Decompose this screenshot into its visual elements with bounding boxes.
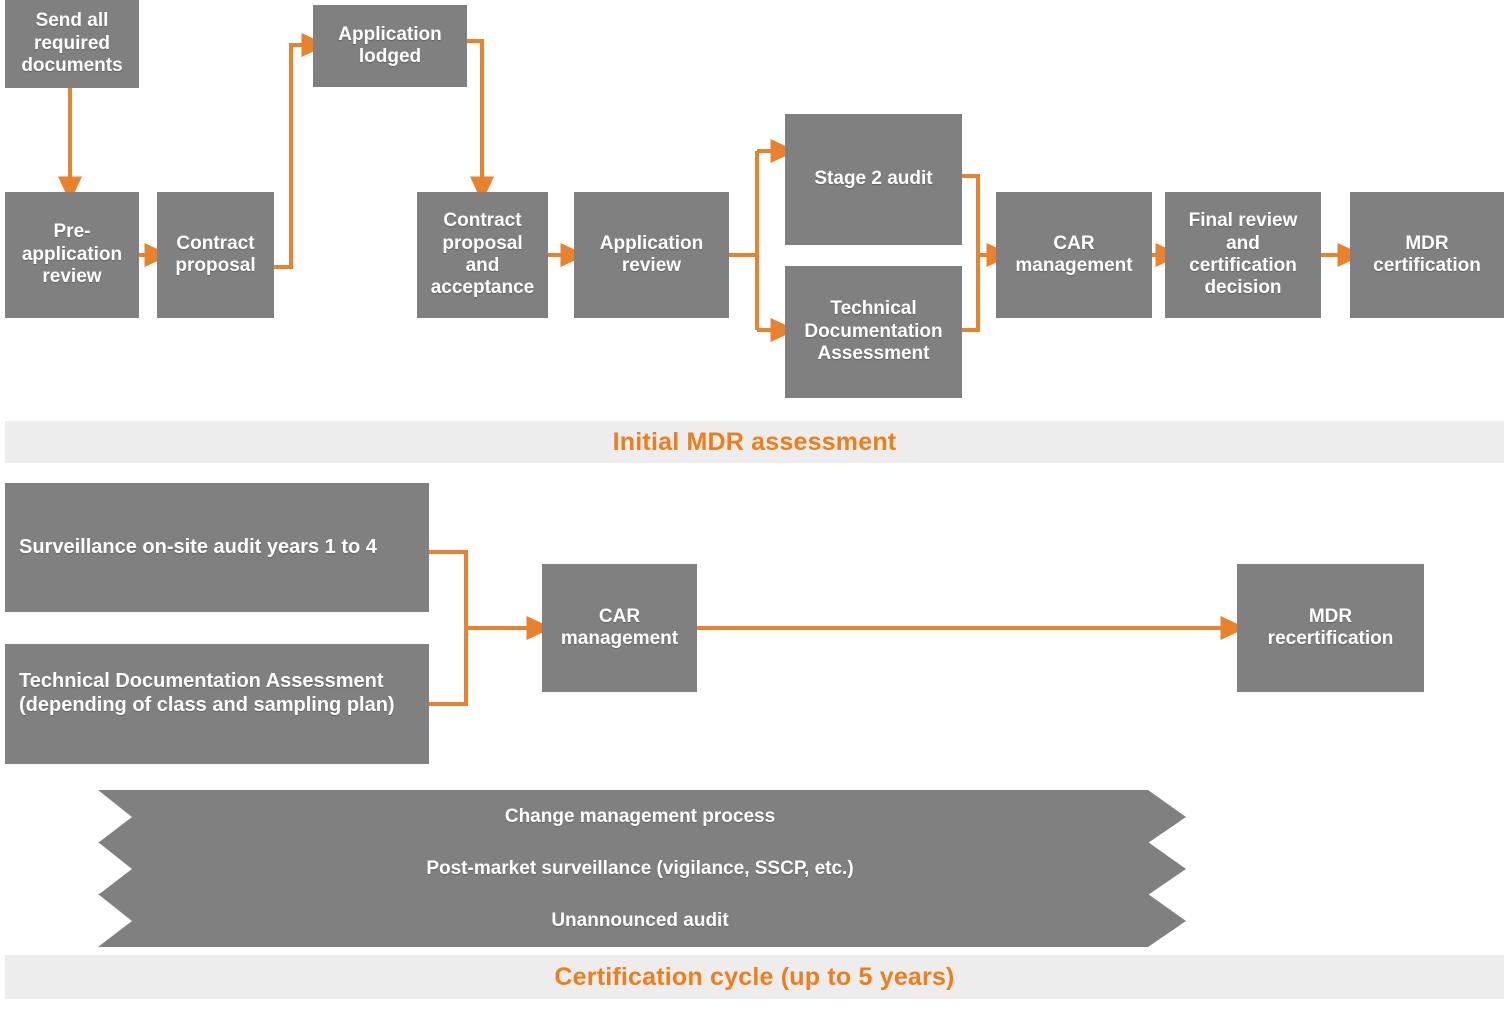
ongoing-band-unannounced-audit	[98, 894, 1186, 947]
ongoing-band-post-market-surveillance	[98, 842, 1186, 895]
ongoing-band-change-management-process	[98, 790, 1186, 843]
connector-application-lodged-to-contract-acceptance	[467, 39, 494, 203]
connector-technical-documentation-to-merge	[962, 255, 980, 332]
banner-initial-mdr-assessment: Initial MDR assessment	[5, 421, 1504, 463]
node-technical-documentation-assessment-cycle[interactable]: Technical Documentation Assessment(depen…	[5, 644, 429, 764]
node-surveillance-onsite-audit[interactable]: Surveillance on-site audit years 1 to 4	[5, 483, 429, 612]
connector-contract-proposal-to-application-lodged	[273, 33, 328, 269]
banner-certification-cycle: Certification cycle (up to 5 years)	[5, 955, 1504, 999]
node-stage-2-audit[interactable]: Stage 2 audit	[785, 114, 962, 245]
connector-technical-documentation-to-merge-cycle	[429, 628, 468, 706]
connector-surveillance-to-merge-cycle	[429, 550, 468, 628]
connector-stage-2-audit-to-merge	[962, 174, 980, 255]
